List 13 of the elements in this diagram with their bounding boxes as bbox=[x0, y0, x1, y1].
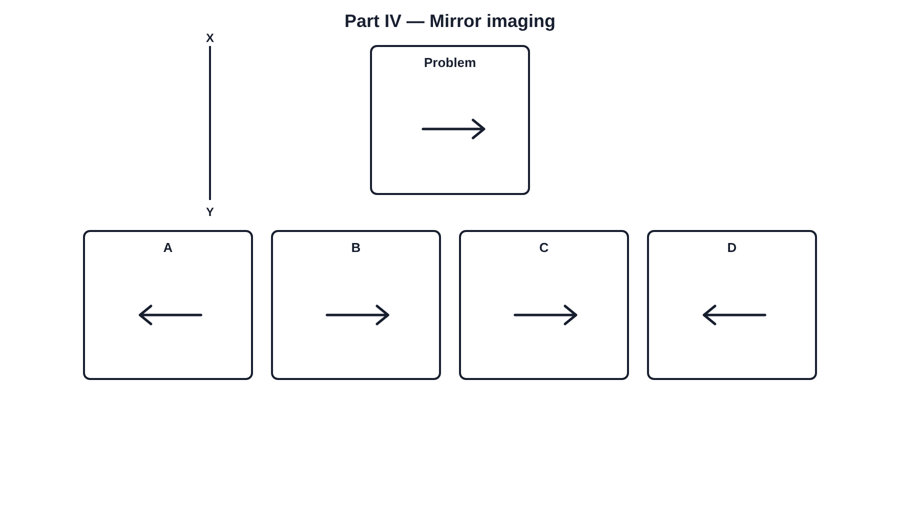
panel-heading: A bbox=[163, 240, 173, 256]
answer-panel bbox=[647, 230, 817, 380]
mirror-end-label: Y bbox=[206, 205, 214, 219]
answer-panel bbox=[271, 230, 441, 380]
problem-panel bbox=[370, 45, 530, 195]
answer-panel bbox=[83, 230, 253, 380]
title: Part IV — Mirror imaging bbox=[344, 10, 556, 32]
panel-heading: Problem bbox=[424, 55, 476, 71]
panel-heading: C bbox=[539, 240, 549, 256]
panel-heading: B bbox=[351, 240, 361, 256]
panel-heading: D bbox=[727, 240, 737, 256]
mirror-end-label: X bbox=[206, 31, 214, 45]
answer-panel bbox=[459, 230, 629, 380]
